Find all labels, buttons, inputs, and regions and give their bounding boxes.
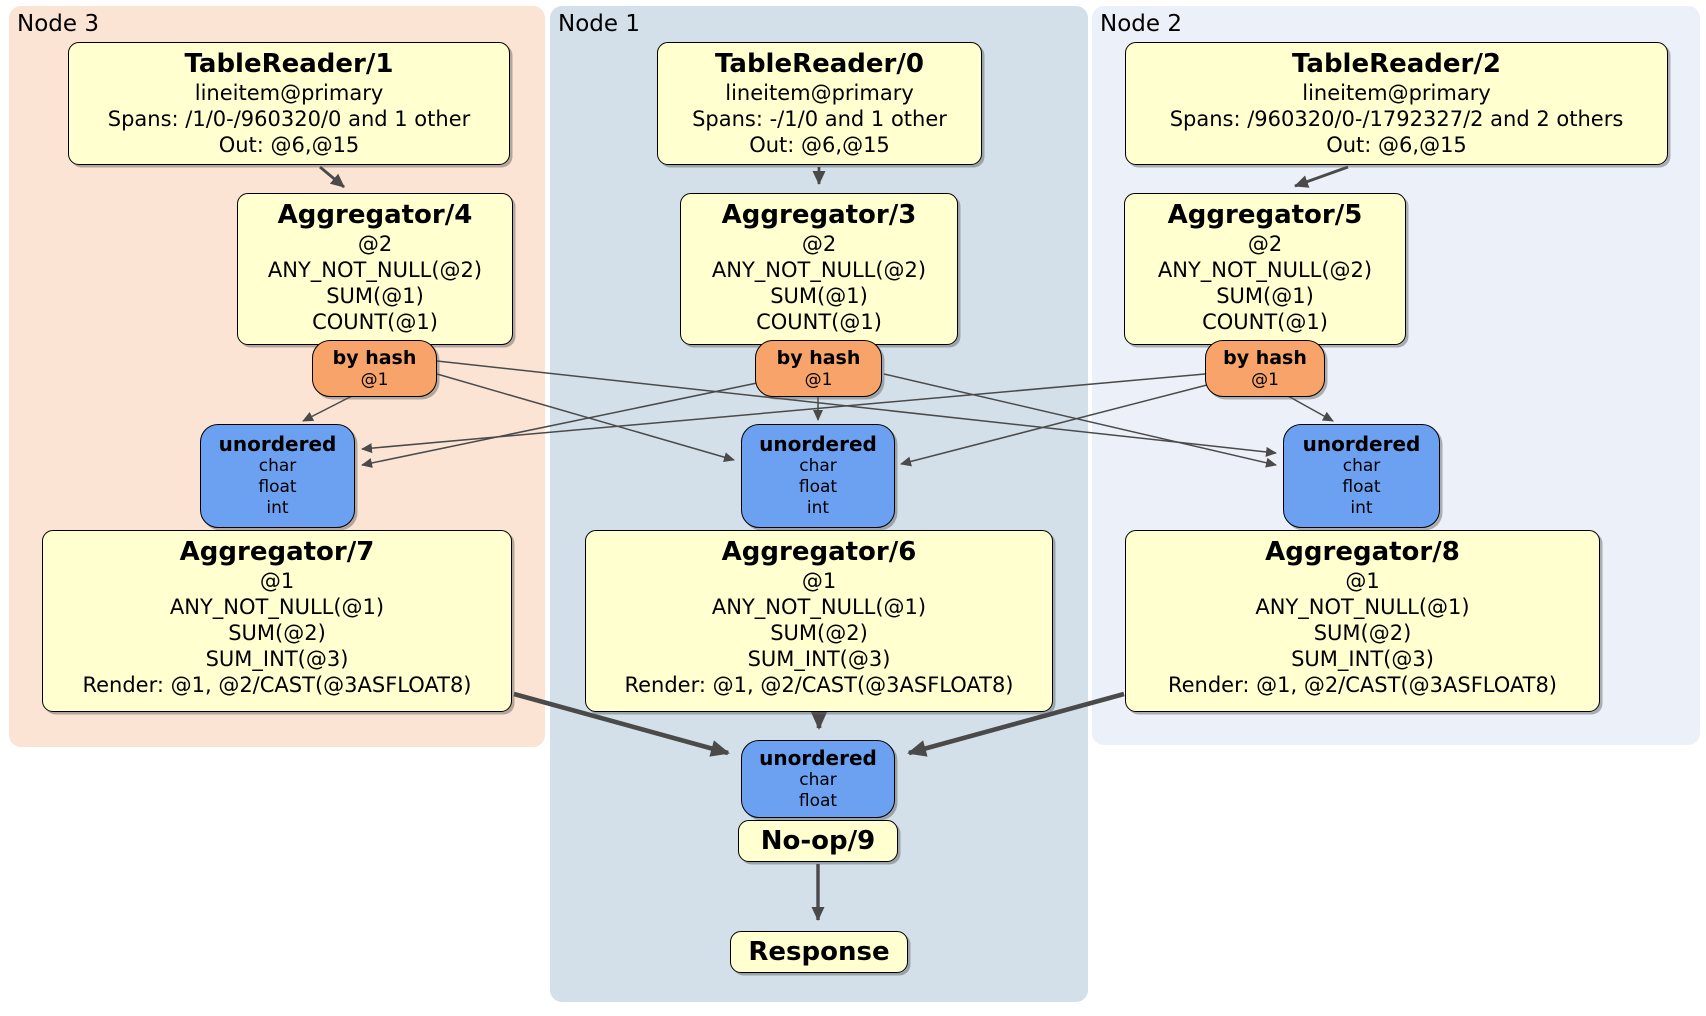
box-line: @2: [1247, 232, 1283, 256]
box-line: ANY_NOT_NULL(@1): [169, 595, 385, 619]
box-line: COUNT(@1): [756, 310, 882, 334]
processor-tablereader-0: TableReader/0 lineitem@primary Spans: -/…: [657, 42, 982, 165]
box-line: ANY_NOT_NULL(@1): [1255, 595, 1470, 619]
sync-unordered-right: unordered char float int: [1283, 424, 1440, 528]
box-title: No-op/9: [760, 825, 876, 856]
box-line: ANY_NOT_NULL(@2): [1157, 258, 1373, 282]
box-line: SUM_INT(@3): [205, 647, 349, 671]
router-title: by hash: [776, 347, 861, 369]
box-line: SUM(@1): [326, 284, 424, 308]
box-line: @1: [1345, 569, 1380, 593]
processor-aggregator-3: Aggregator/3 @2 ANY_NOT_NULL(@2) SUM(@1)…: [680, 193, 958, 345]
box-line: SUM(@2): [1313, 621, 1412, 645]
box-line: SUM_INT(@3): [1291, 647, 1434, 671]
sync-unordered-mid: unordered char float int: [741, 424, 895, 528]
box-line: Render: @1, @2/CAST(@3ASFLOAT8): [1167, 673, 1558, 697]
box-line: SUM_INT(@3): [747, 647, 891, 671]
box-line: Spans: /960320/0-/1792327/2 and 2 others: [1169, 107, 1624, 131]
box-title: Aggregator/3: [721, 200, 917, 230]
processor-aggregator-7: Aggregator/7 @1 ANY_NOT_NULL(@1) SUM(@2)…: [42, 530, 512, 712]
box-line: Out: @6,@15: [749, 133, 890, 157]
sync-title: unordered: [759, 432, 877, 456]
sync-title: unordered: [1302, 432, 1421, 456]
box-line: Spans: /1/0-/960320/0 and 1 other: [107, 107, 471, 131]
box-title: TableReader/0: [715, 49, 924, 79]
router-title: by hash: [1223, 347, 1307, 369]
sync-line: char: [1342, 456, 1381, 476]
box-line: @2: [357, 232, 393, 256]
box-title: Aggregator/6: [721, 537, 917, 567]
sync-line: char: [799, 770, 837, 790]
box-line: SUM(@2): [228, 621, 326, 645]
box-line: SUM(@1): [1216, 284, 1314, 308]
box-title: Aggregator/5: [1167, 200, 1363, 230]
response-box: Response: [730, 931, 908, 973]
router-by-hash-left: by hash @1: [312, 340, 437, 397]
box-line: lineitem@primary: [1302, 81, 1491, 105]
box-title: Aggregator/4: [277, 200, 473, 230]
sync-line: char: [258, 456, 297, 476]
box-line: @2: [801, 232, 837, 256]
processor-aggregator-4: Aggregator/4 @2 ANY_NOT_NULL(@2) SUM(@1)…: [237, 193, 513, 345]
processor-tablereader-2: TableReader/2 lineitem@primary Spans: /9…: [1125, 42, 1668, 165]
box-line: Spans: -/1/0 and 1 other: [692, 107, 947, 131]
box-line: @1: [259, 569, 295, 593]
sync-line: float: [258, 477, 297, 497]
sync-line: int: [266, 498, 289, 518]
box-line: Out: @6,@15: [218, 133, 360, 157]
box-line: @1: [801, 569, 837, 593]
panel-node2-label: Node 2: [1100, 11, 1182, 37]
box-line: Render: @1, @2/CAST(@3ASFLOAT8): [624, 673, 1014, 697]
box-line: SUM(@2): [770, 621, 868, 645]
panel-node3-label: Node 3: [17, 11, 99, 37]
processor-aggregator-6: Aggregator/6 @1 ANY_NOT_NULL(@1) SUM(@2)…: [585, 530, 1053, 712]
box-title: Aggregator/7: [179, 537, 375, 567]
sync-title: unordered: [759, 746, 877, 770]
processor-tablereader-1: TableReader/1 lineitem@primary Spans: /1…: [68, 42, 510, 165]
box-title: Aggregator/8: [1265, 537, 1460, 567]
sync-unordered-final: unordered char float: [741, 740, 895, 818]
router-by-hash-right: by hash @1: [1205, 340, 1325, 397]
sync-unordered-left: unordered char float int: [200, 424, 355, 528]
router-line: @1: [804, 370, 833, 390]
sync-line: float: [798, 477, 838, 497]
box-line: SUM(@1): [770, 284, 868, 308]
box-title: Response: [748, 936, 890, 967]
processor-noop-9: No-op/9: [738, 820, 898, 862]
box-title: TableReader/1: [184, 49, 394, 79]
box-line: ANY_NOT_NULL(@2): [711, 258, 927, 282]
box-line: ANY_NOT_NULL(@2): [267, 258, 483, 282]
box-line: lineitem@primary: [725, 81, 914, 105]
box-line: Out: @6,@15: [1326, 133, 1467, 157]
panel-node1-label: Node 1: [558, 11, 640, 37]
box-line: Render: @1, @2/CAST(@3ASFLOAT8): [82, 673, 472, 697]
box-line: COUNT(@1): [1202, 310, 1328, 334]
box-line: ANY_NOT_NULL(@1): [711, 595, 927, 619]
box-line: lineitem@primary: [194, 81, 384, 105]
sync-line: float: [798, 791, 838, 811]
processor-aggregator-8: Aggregator/8 @1 ANY_NOT_NULL(@1) SUM(@2)…: [1125, 530, 1600, 712]
sync-line: char: [799, 456, 837, 476]
box-line: COUNT(@1): [312, 310, 438, 334]
router-title: by hash: [332, 347, 417, 369]
sync-line: int: [806, 498, 830, 518]
sync-line: float: [1342, 477, 1381, 497]
router-line: @1: [1251, 370, 1279, 390]
box-title: TableReader/2: [1292, 49, 1501, 79]
router-line: @1: [360, 370, 389, 390]
router-by-hash-mid: by hash @1: [755, 340, 882, 397]
sync-title: unordered: [218, 432, 337, 456]
processor-aggregator-5: Aggregator/5 @2 ANY_NOT_NULL(@2) SUM(@1)…: [1124, 193, 1406, 345]
sync-line: int: [1350, 498, 1373, 518]
